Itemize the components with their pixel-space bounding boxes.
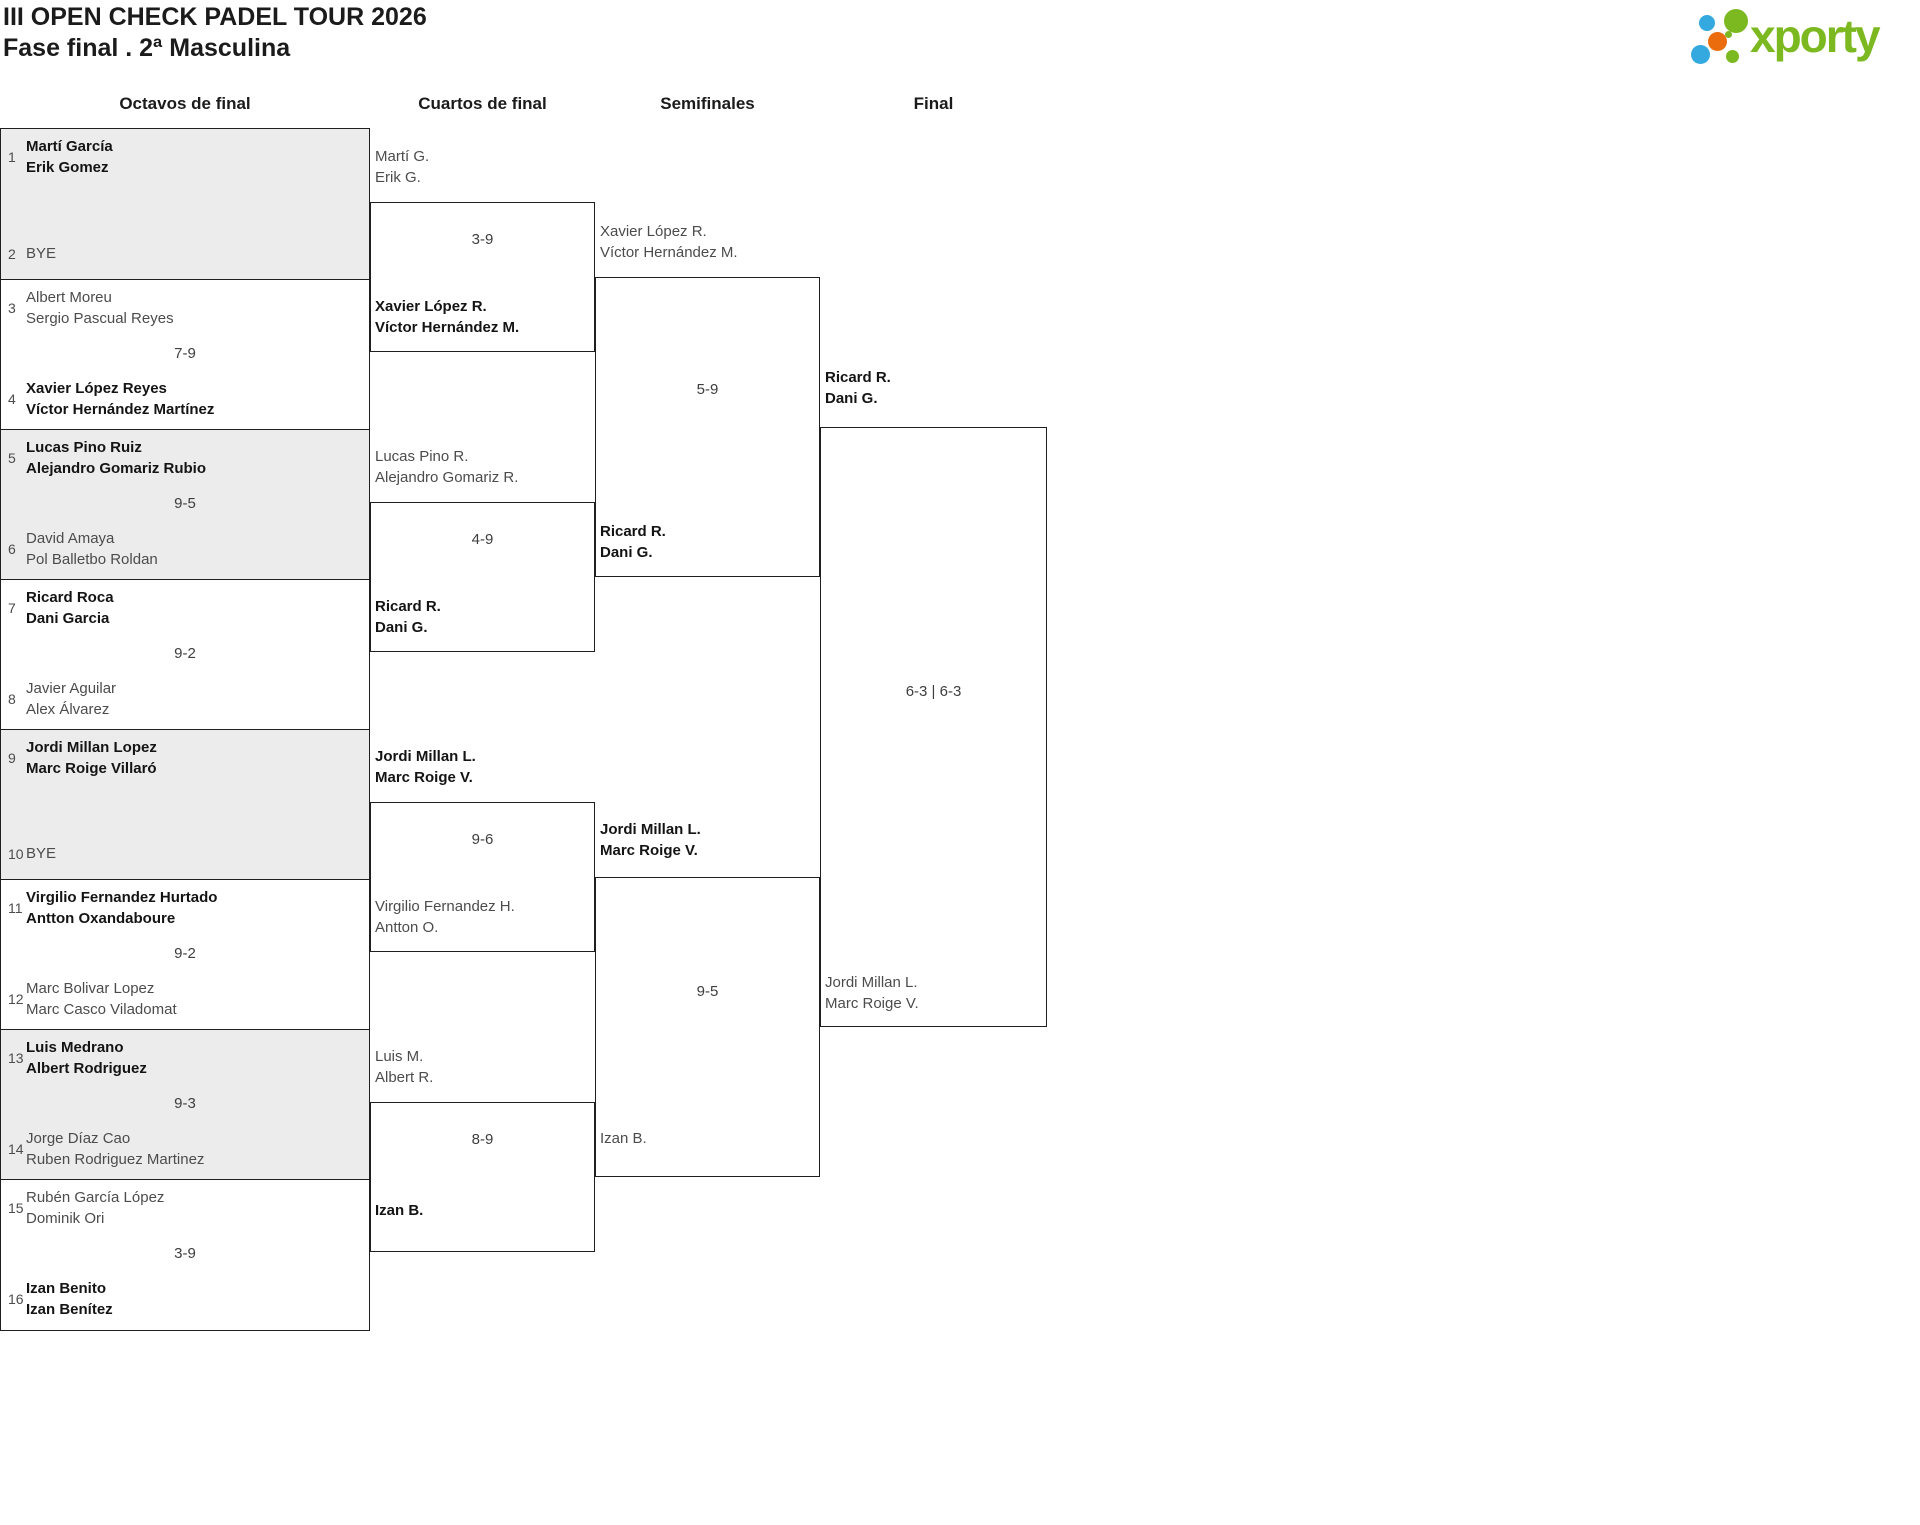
- page-title: III OPEN CHECK PADEL TOUR 2026: [3, 3, 427, 31]
- qf4-score: 8-9: [471, 1131, 494, 1148]
- qf2-team2: Ricard R.Dani G.: [375, 598, 441, 636]
- qf3-team2: Virgilio Fernandez H.Antton O.: [375, 898, 515, 936]
- qf3-score: 9-6: [471, 831, 494, 848]
- seed-number: 14: [8, 1141, 24, 1157]
- qf2-team1: Lucas Pino R.Alejandro Gomariz R.: [375, 448, 519, 486]
- qf4-team2: Izan B.: [375, 1202, 424, 1219]
- final-score: 6-3 | 6-3: [905, 683, 962, 700]
- team-names: BYE: [26, 845, 57, 862]
- match-score: 9-2: [174, 945, 196, 962]
- final-team1: Ricard R.Dani G.: [825, 369, 891, 407]
- sf1-score: 5-9: [696, 381, 719, 398]
- logo-dot-green-big: [1724, 9, 1748, 33]
- seed-number: 6: [8, 541, 16, 557]
- logo-dot-blue-bottom: [1691, 45, 1710, 64]
- match-score: 3-9: [174, 1245, 196, 1262]
- match-score: 9-5: [174, 495, 196, 512]
- page-subtitle: Fase final . 2ª Masculina: [3, 34, 291, 62]
- sf1-team1: Xavier López R.Víctor Hernández M.: [600, 223, 738, 261]
- qf4-team1: Luis M.Albert R.: [375, 1048, 434, 1086]
- logo-dot-blue-top: [1699, 15, 1715, 31]
- logo-dot-green-tiny: [1725, 31, 1732, 38]
- match-score: [1, 794, 369, 814]
- match-score: 7-9: [174, 345, 196, 362]
- seed-number: 12: [8, 991, 24, 1007]
- qf-match-4-box: [370, 1102, 595, 1252]
- qf2-score: 4-9: [471, 531, 494, 548]
- column-header-cuartos: Cuartos de final: [418, 94, 547, 113]
- sf2-team1: Jordi Millan L.Marc Roige V.: [600, 821, 701, 859]
- match-score: 9-3: [174, 1095, 196, 1112]
- seed-number: 16: [8, 1291, 24, 1307]
- seed-number: 7: [8, 600, 16, 616]
- seed-number: 3: [8, 300, 16, 316]
- seed-number: 2: [8, 245, 16, 262]
- qf-match-3-box: [370, 802, 595, 952]
- qf3-team1: Jordi Millan L.Marc Roige V.: [375, 748, 476, 786]
- sf2-score: 9-5: [696, 983, 719, 1000]
- qf1-score: 3-9: [471, 231, 494, 248]
- column-header-final: Final: [913, 94, 954, 113]
- logo-wordmark: xporty: [1750, 10, 1881, 62]
- qf1-team1: Martí G.Erik G.: [375, 148, 430, 186]
- column-header-semifinales: Semifinales: [660, 94, 755, 113]
- final-match-box: [820, 427, 1047, 1027]
- sf-match-1-box: [595, 277, 820, 577]
- match-score: [1, 193, 369, 213]
- seed-number: 11: [8, 900, 23, 916]
- logo-dot-orange: [1708, 32, 1727, 51]
- sf1-team2: Ricard R.Dani G.: [600, 523, 666, 561]
- final-team2: Jordi Millan L.Marc Roige V.: [825, 974, 919, 1012]
- qf-match-2-box: [370, 502, 595, 652]
- seed-number: 9: [8, 750, 16, 766]
- team-names: BYE: [26, 245, 57, 262]
- match-score: 9-2: [174, 645, 196, 662]
- seed-number: 13: [8, 1050, 24, 1066]
- column-header-octavos: Octavos de final: [119, 94, 251, 113]
- seed-number: 15: [8, 1200, 24, 1216]
- seed-number: 5: [8, 450, 16, 466]
- seed-number: 10: [8, 845, 24, 862]
- qf1-team2: Xavier López R.Víctor Hernández M.: [375, 298, 520, 336]
- sf-match-2-box: [595, 877, 820, 1177]
- qf-match-1-box: [370, 202, 595, 352]
- logo-dot-green-small: [1726, 50, 1739, 63]
- seed-number: 1: [8, 149, 16, 165]
- seed-number: 4: [8, 391, 16, 407]
- seed-number: 8: [8, 691, 16, 707]
- xporty-logo[interactable]: xporty: [1688, 2, 1918, 68]
- sf2-team2: Izan B.: [600, 1130, 647, 1147]
